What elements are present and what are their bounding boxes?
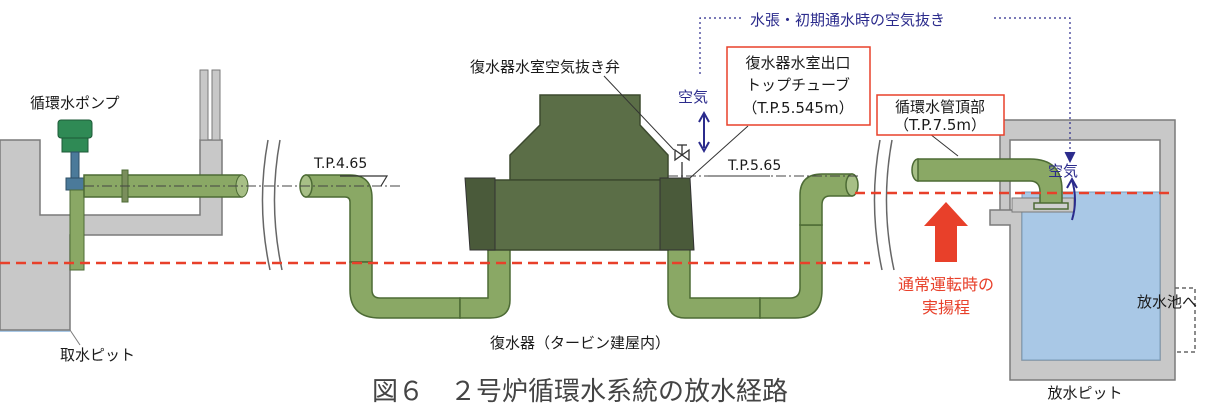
break-mark-right	[873, 139, 895, 271]
top-label-box	[876, 94, 1005, 136]
condenser-label: 復水器（タービン建屋内）	[490, 334, 670, 352]
outlet-label-box	[726, 46, 871, 126]
outlet-label-line2: トップチューブ	[746, 76, 850, 94]
outlet-label-line1: 復水器水室出口	[745, 54, 850, 72]
discharge-top-pipe	[911, 158, 1069, 210]
condenser-body	[464, 94, 695, 251]
filling-note-label: 水張・初期通水時の空気抜き	[750, 11, 945, 29]
pump-motor	[57, 119, 93, 139]
condenser-piping	[299, 173, 859, 319]
break-mark-left	[261, 139, 283, 271]
top-label-line2: （T.P.7.5m）	[894, 116, 986, 134]
tp-465-label: T.P.4.65	[313, 156, 367, 172]
discharge-pit-label: 放水ピット	[1047, 384, 1122, 402]
intake-pit-label: 取水ピット	[60, 346, 135, 364]
tp-565-label: T.P.5.65	[727, 158, 781, 174]
intake-pit	[0, 69, 223, 346]
head-label-line2: 実揚程	[922, 298, 970, 317]
air-right-label: 空気	[1048, 162, 1078, 180]
pump-label: 循環水ポンプ	[30, 94, 120, 112]
head-arrow-icon	[924, 202, 968, 262]
discharge-pit	[989, 119, 1196, 381]
top-label-line1: 循環水管頂部	[895, 98, 985, 116]
circulating-pump	[57, 119, 93, 271]
vent-valve-label: 復水器水室空気抜き弁	[470, 58, 620, 76]
discharge-water	[1021, 191, 1161, 361]
air-left-label: 空気	[678, 88, 708, 106]
vent-valve-icon	[674, 144, 690, 178]
air-arrow-left-icon	[698, 110, 710, 154]
figure-caption: 図６ ２号炉循環水系統の放水経路	[372, 377, 788, 404]
intake-concrete	[0, 139, 223, 331]
outlet-label-line3: （T.P.5.545m）	[742, 99, 853, 117]
head-label-line1: 通常運転時の	[898, 275, 994, 294]
to-pond-label: 放水池へ	[1137, 293, 1197, 311]
air-arrow-right-icon	[1066, 176, 1078, 221]
